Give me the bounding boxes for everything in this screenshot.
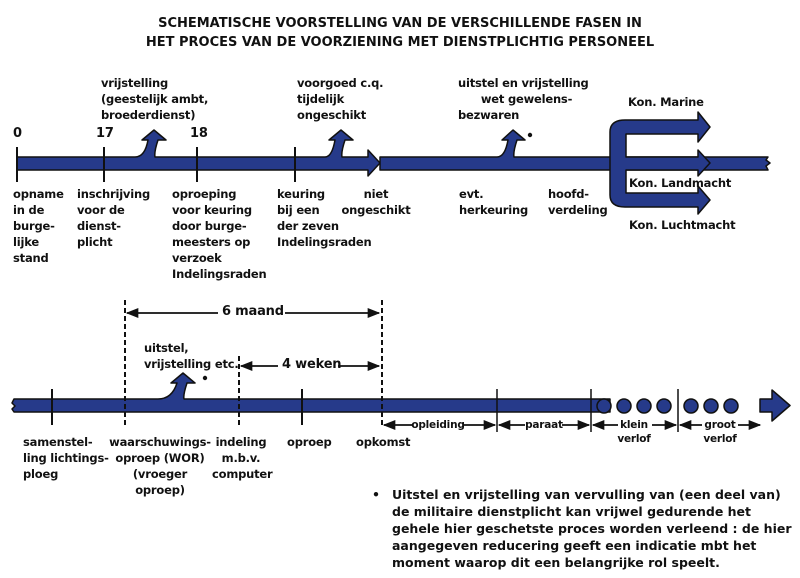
end-arrow <box>759 389 791 422</box>
label-6-maand: 6 maand <box>222 304 284 319</box>
label-niet-ongeschikt: niet ongeschikt <box>341 187 411 217</box>
age-17: 17 <box>96 126 114 141</box>
label-samenstelling: samenstel- ling lichtings- ploeg <box>23 435 109 481</box>
segment-opleiding: opleiding <box>411 419 465 431</box>
top-timeline-bar-2 <box>379 129 771 171</box>
segment-paraat: paraat <box>525 419 563 431</box>
branch-luchtmacht: Kon. Luchtmacht <box>629 218 736 232</box>
label-oproep: oproep <box>287 435 332 449</box>
label-opname: opname in de burge- lijke stand <box>13 187 64 265</box>
top-timeline-bar <box>16 129 381 177</box>
label-waarschuwingsoproep: waarschuwings- oproep (WOR) (vroeger opr… <box>109 435 211 497</box>
branch-landmacht: Kon. Landmacht <box>629 176 732 190</box>
label-hoofdverdeling: hoofd- verdeling <box>548 187 608 217</box>
segment-klein-verlof: klein verlof <box>617 419 651 445</box>
age-0: 0 <box>13 126 22 141</box>
footnote-text: Uitstel en vrijstelling van vervulling v… <box>392 487 792 570</box>
label-uitstel: uitstel, vrijstelling etc. <box>144 341 239 371</box>
label-vrijstelling: vrijstelling (geestelijk ambt, broederdi… <box>101 76 209 122</box>
label-inschrijving: inschrijving voor de dienst- plicht <box>77 187 150 249</box>
label-indeling: indeling m.b.v. computer <box>212 435 273 481</box>
label-herkeuring: evt. herkeuring <box>459 187 529 217</box>
label-ongeschikt: voorgoed c.q. tijdelijk ongeschikt <box>297 76 384 122</box>
bottom-timeline-bar <box>11 372 611 413</box>
label-4-weken: 4 weken <box>282 357 342 372</box>
label-opkomst: opkomst <box>356 435 411 449</box>
bullet: • <box>372 487 380 502</box>
age-18: 18 <box>190 126 208 141</box>
footnote: • Uitstel en vrijstelling van vervulling… <box>372 486 792 571</box>
diagram-title: SCHEMATISCHE VOORSTELLING VAN DE VERSCHI… <box>145 16 655 50</box>
branch-fork <box>609 111 711 215</box>
label-oproeping: oproeping voor keuring door burge- meest… <box>172 187 267 281</box>
label-gewetensbezwaren: uitstel en vrijstelling wet gewelens- be… <box>458 76 589 122</box>
branch-marine: Kon. Marine <box>628 95 704 109</box>
label-keuring: keuring bij een der zeven Indelingsraden <box>277 187 372 249</box>
segment-groot-verlof: groot verlof <box>703 419 737 445</box>
